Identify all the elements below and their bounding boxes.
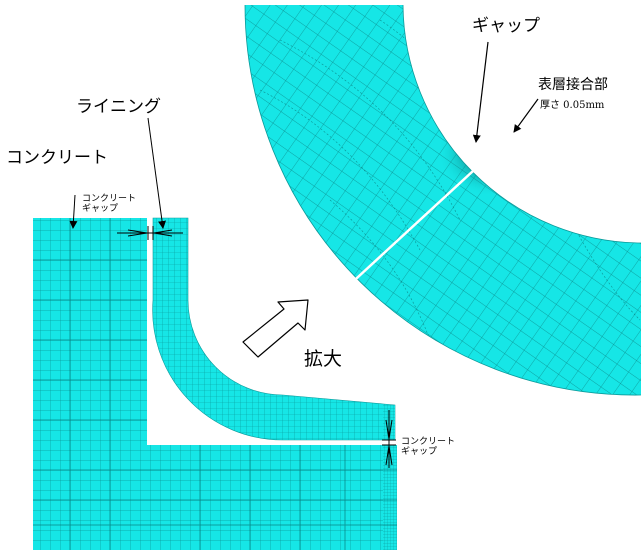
enlarge-arrow-icon bbox=[242, 299, 309, 358]
label-lining: ライニング bbox=[76, 97, 161, 117]
label-concrete: コンクリート bbox=[6, 148, 108, 168]
zoom-annotation-lines bbox=[472, 41, 539, 143]
label-enlarge: 拡大 bbox=[304, 348, 343, 370]
zoomed-view-edges bbox=[244, 4, 641, 396]
label-gap-zoom: ギャップ bbox=[472, 16, 540, 36]
gap-line bbox=[344, 134, 513, 290]
label-gap-side-line2: ギャップ bbox=[401, 447, 438, 458]
label-gap-top-line2: ギャップ bbox=[82, 204, 119, 215]
label-gap-top: コンクリート ギャップ bbox=[82, 194, 136, 215]
label-gap-side: コンクリート ギャップ bbox=[401, 437, 455, 458]
label-gap-top-line1: コンクリート bbox=[82, 194, 137, 204]
label-thickness: 厚さ 0.05mm bbox=[540, 100, 605, 111]
annotation-lines bbox=[69, 117, 396, 468]
zoomed-view bbox=[245, 5, 641, 396]
concrete-block bbox=[33, 218, 397, 550]
label-gap-side-line1: コンクリート bbox=[401, 437, 456, 447]
label-surface-joint: 表層接合部 bbox=[538, 77, 608, 93]
